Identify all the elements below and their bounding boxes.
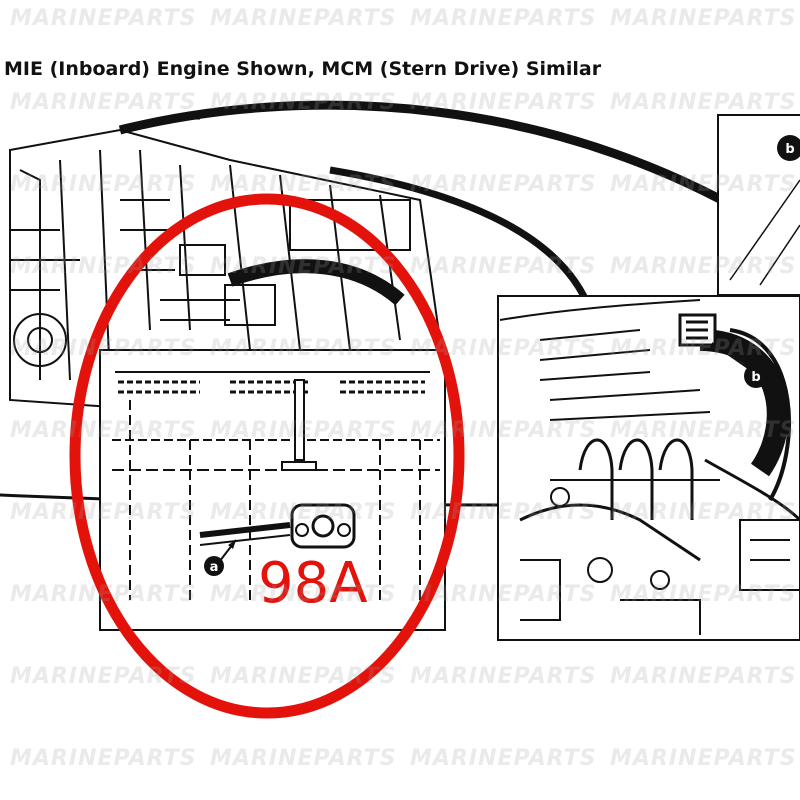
highlight-ellipse (69, 193, 465, 719)
callout-a-circle (204, 556, 224, 576)
manifold-sweep (227, 259, 405, 306)
callout-a-label: a (210, 560, 219, 575)
hose-line (118, 100, 793, 244)
callout-b-top-circle (777, 135, 800, 161)
callout-b-top-label: b (785, 142, 794, 157)
engine-detail-inset (497, 295, 800, 641)
callout-b-detail-label: b (751, 370, 760, 385)
top-right-inset (717, 114, 800, 296)
part-number-label: 98A (258, 551, 368, 616)
hose-line-lower (329, 166, 594, 312)
pan-detail-inset (99, 349, 446, 631)
hose-line-upper (119, 116, 201, 132)
callout-b-detail-circle (744, 364, 768, 388)
diagram-caption: MIE (Inboard) Engine Shown, MCM (Stern D… (4, 58, 602, 80)
